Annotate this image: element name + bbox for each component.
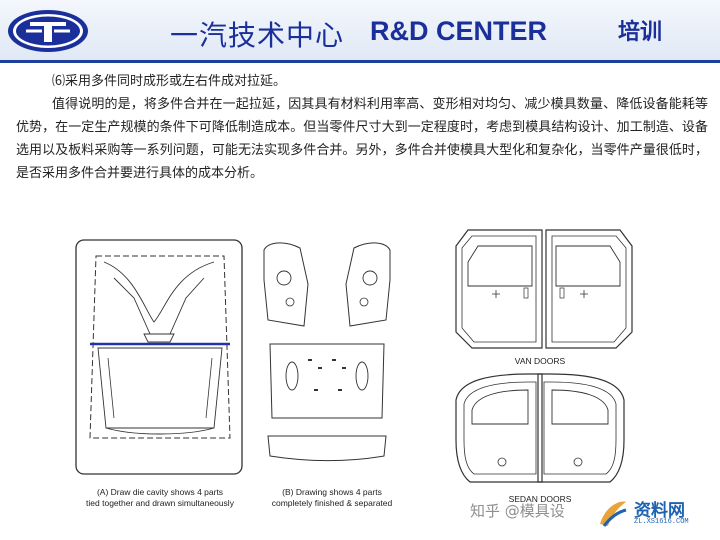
sedan-doors-label: SEDAN DOORS bbox=[508, 494, 572, 504]
van-doors-drawing bbox=[455, 229, 633, 349]
explanation-paragraph: 值得说明的是，将多件合并在一起拉延，因其具有材料利用率高、变形相对均匀、减少模具… bbox=[16, 97, 708, 181]
figure-b-finished-parts bbox=[263, 242, 391, 461]
sedan-doors-drawing bbox=[455, 373, 625, 483]
site-url-watermark: ZL.XS1616.COM bbox=[634, 518, 689, 526]
title-chinese: 一汽技术中心 bbox=[170, 19, 345, 52]
figure-a-die-cavity bbox=[75, 239, 243, 475]
zhihu-watermark: 知乎 @模具设 bbox=[470, 502, 565, 520]
header-rule bbox=[0, 60, 720, 63]
figure-b-caption-line2: completely finished & separated bbox=[271, 498, 393, 508]
figure-b-caption-line1: (B) Drawing shows 4 parts bbox=[282, 487, 382, 497]
site-name-watermark: 资料网 bbox=[634, 501, 685, 521]
site-logo-icon bbox=[600, 501, 627, 527]
figure-a-caption-line2: tied together and drawn simultaneously bbox=[86, 498, 234, 508]
van-doors-label: VAN DOORS bbox=[514, 356, 566, 366]
item-label: ⑹采用多件同时成形或左右件成对拉延。 bbox=[52, 74, 287, 89]
faw-logo-icon bbox=[8, 10, 88, 52]
title-english: R&D CENTER bbox=[370, 16, 548, 46]
training-badge: 培训 bbox=[618, 19, 663, 45]
figure-a-caption-line1: (A) Draw die cavity shows 4 parts bbox=[96, 487, 224, 497]
header-bar bbox=[0, 0, 720, 62]
